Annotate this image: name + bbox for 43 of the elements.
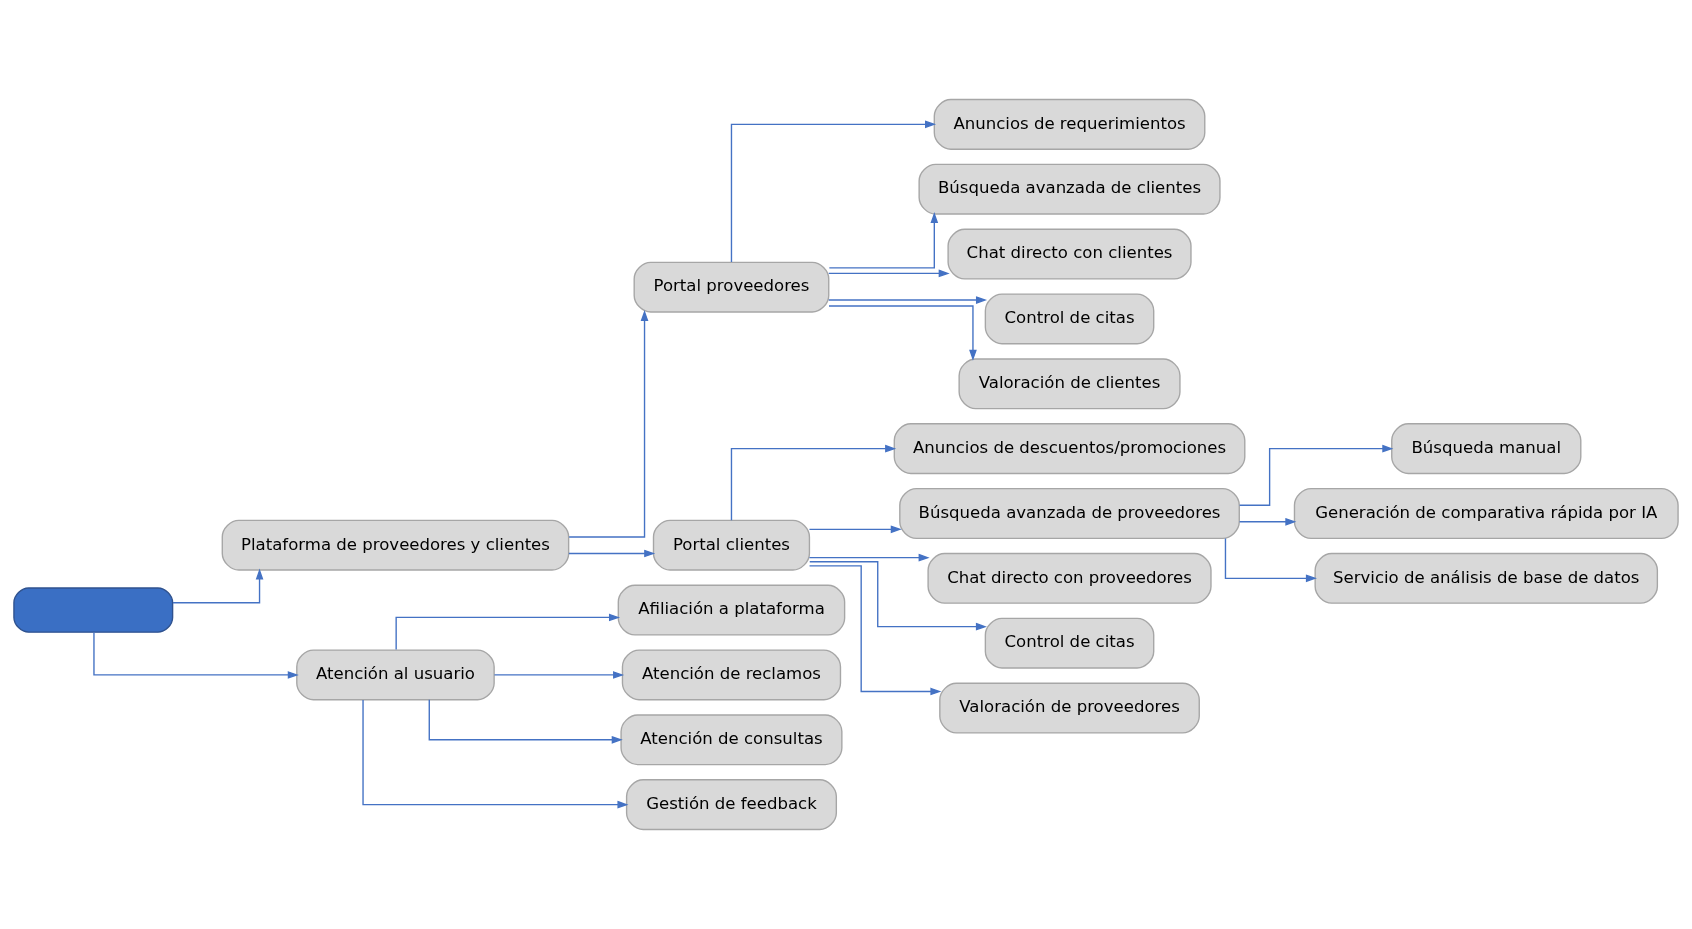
arrow: [493, 671, 625, 679]
node-box: Gestión de feedback: [625, 779, 838, 831]
arrow: [172, 568, 264, 604]
node-box: Plataforma de proveedores y clientes: [221, 519, 570, 571]
node-box: [13, 587, 174, 633]
arrow: [808, 525, 902, 534]
node-box: Servicio de análisis de base de datos: [1314, 552, 1659, 604]
arrow: [809, 561, 987, 631]
arrow: [1224, 537, 1317, 583]
node-box: Chat directo con clientes: [947, 228, 1192, 280]
arrow: [808, 565, 942, 696]
node-box: Control de citas: [984, 293, 1155, 345]
arrow: [730, 444, 897, 522]
arrow: [1239, 444, 1394, 506]
arrow: [362, 699, 629, 809]
node-box: Generación de comparativa rápida por IA: [1293, 487, 1679, 539]
node-box: Búsqueda avanzada de clientes: [918, 163, 1221, 215]
node-box: Portal clientes: [652, 519, 811, 571]
node-box: Atención de reclamos: [621, 649, 842, 701]
arrow: [828, 269, 950, 278]
arrow: [1238, 517, 1297, 526]
arrow: [828, 305, 977, 361]
arrow: [828, 296, 988, 304]
node-box: Portal proveedores: [633, 261, 830, 313]
node-box: Valoración de clientes: [958, 358, 1181, 410]
node-box: Anuncios de requerimientos: [933, 98, 1206, 150]
node-box: Atención al usuario: [296, 649, 495, 701]
arrow: [730, 120, 937, 263]
arrow: [93, 631, 299, 679]
arrow: [828, 212, 939, 269]
node-box: Chat directo con proveedores: [927, 552, 1212, 604]
arrow: [395, 613, 621, 651]
arrow: [568, 549, 656, 558]
arrow: [428, 699, 623, 744]
node-box: Afiliación a plataforma: [617, 584, 846, 636]
node-box: Anuncios de descuentos/promociones: [893, 423, 1246, 475]
node-box: Atención de consultas: [620, 714, 843, 766]
node-box: Búsqueda manual: [1391, 423, 1582, 475]
node-box: Valoración de proveedores: [939, 682, 1200, 734]
node-box: Control de citas: [984, 617, 1155, 669]
arrow: [808, 553, 930, 562]
node-box: Búsqueda avanzada de proveedores: [899, 487, 1240, 539]
arrow: [568, 309, 649, 538]
